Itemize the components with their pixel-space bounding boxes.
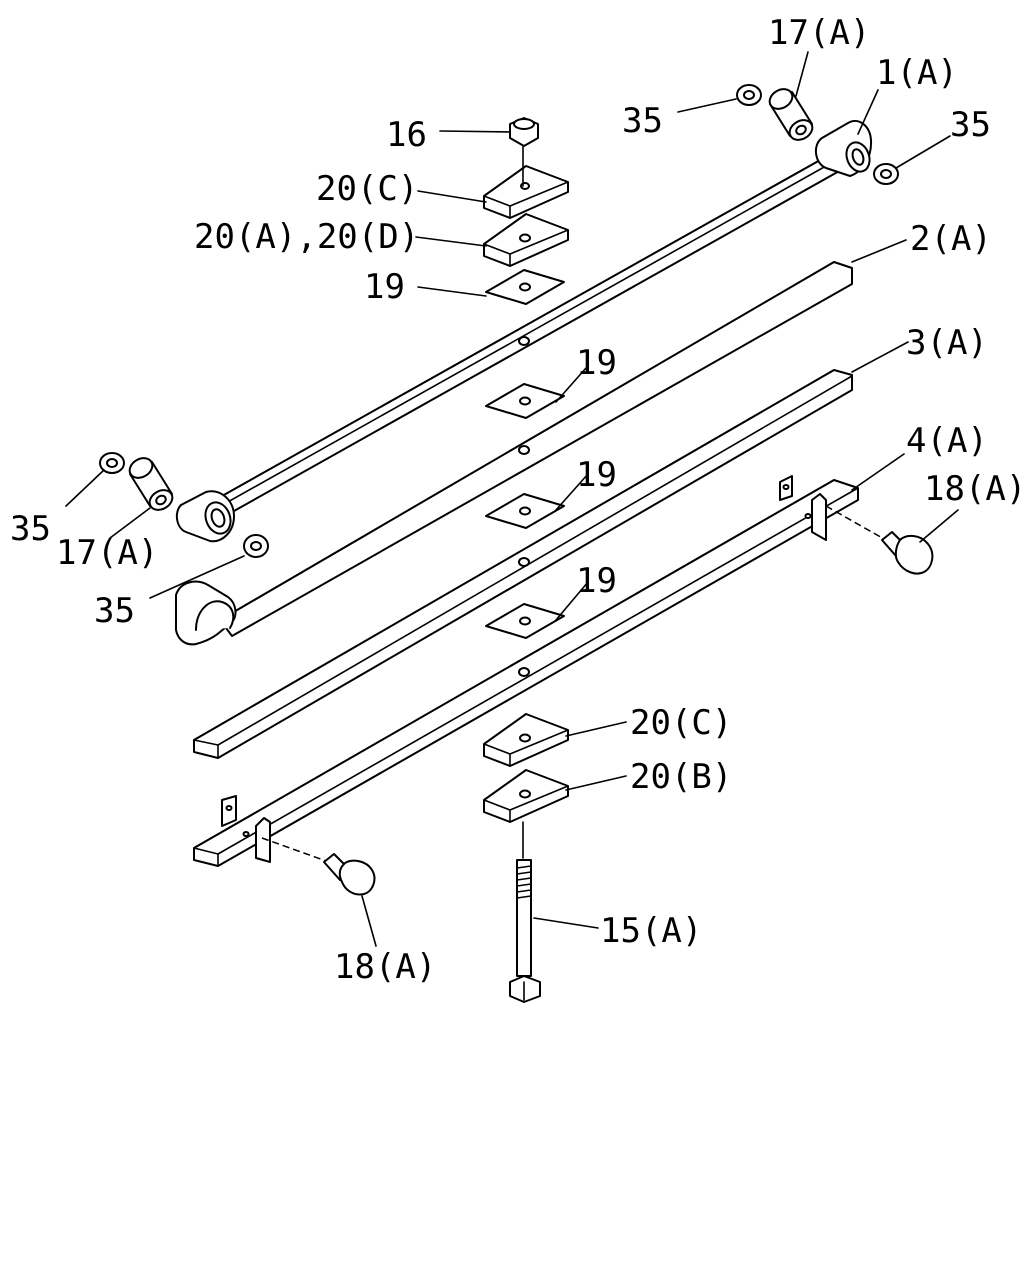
label-18a-bottom: 18(A) bbox=[334, 947, 436, 987]
bushing-17a-left bbox=[128, 457, 174, 511]
washer-35-top-left bbox=[736, 84, 762, 106]
pad-19-upper bbox=[485, 269, 565, 305]
label-17a-top: 17(A) bbox=[768, 13, 870, 53]
bushing-17a-top bbox=[768, 88, 814, 141]
label-20c-top: 20(C) bbox=[316, 169, 418, 209]
label-4a: 4(A) bbox=[906, 421, 988, 461]
label-3a: 3(A) bbox=[906, 323, 988, 363]
label-19-c: 19 bbox=[576, 561, 617, 601]
label-20a-20d: 20(A),20(D) bbox=[194, 217, 419, 257]
washer-35-bottom-left bbox=[243, 534, 269, 558]
label-35-bottom-left: 35 bbox=[94, 591, 135, 631]
label-20c-bottom: 20(C) bbox=[630, 703, 732, 743]
label-2a: 2(A) bbox=[910, 219, 992, 259]
leaf-3a bbox=[193, 369, 853, 759]
label-1a: 1(A) bbox=[876, 53, 958, 93]
washer-35-left bbox=[99, 452, 125, 474]
pad-19-c bbox=[485, 603, 565, 639]
leader-lines bbox=[65, 51, 959, 947]
label-18a-right: 18(A) bbox=[924, 469, 1024, 509]
label-19-top: 19 bbox=[364, 267, 405, 307]
label-19-a: 19 bbox=[576, 343, 617, 383]
plate-20b bbox=[483, 769, 569, 823]
label-15a: 15(A) bbox=[600, 911, 702, 951]
label-19-b: 19 bbox=[576, 455, 617, 495]
bolt-18a-bottom bbox=[261, 837, 376, 896]
label-35-left: 35 bbox=[10, 509, 51, 549]
plate-20a-20d bbox=[483, 213, 569, 267]
leaf-2a bbox=[175, 261, 853, 646]
main-leaf-1a bbox=[175, 120, 873, 543]
bolt-18a-right bbox=[825, 505, 934, 575]
label-35-top-right: 35 bbox=[950, 105, 991, 145]
center-bolt-15a bbox=[509, 821, 541, 1003]
plate-20c-bottom bbox=[483, 713, 569, 767]
label-17a-left: 17(A) bbox=[56, 533, 158, 573]
leaf-4a bbox=[193, 475, 859, 867]
part-labels: 16 17(A) 35 1(A) 35 20(C) 20(A),20(D) 19… bbox=[10, 13, 1024, 987]
label-16: 16 bbox=[386, 115, 427, 155]
washer-35-top-right bbox=[873, 163, 899, 185]
pad-19-b bbox=[485, 493, 565, 529]
nut-16 bbox=[509, 117, 539, 187]
label-20b: 20(B) bbox=[630, 757, 732, 797]
pad-19-a bbox=[485, 383, 565, 419]
plate-20c-top bbox=[483, 165, 569, 219]
label-35-top-left: 35 bbox=[622, 101, 663, 141]
